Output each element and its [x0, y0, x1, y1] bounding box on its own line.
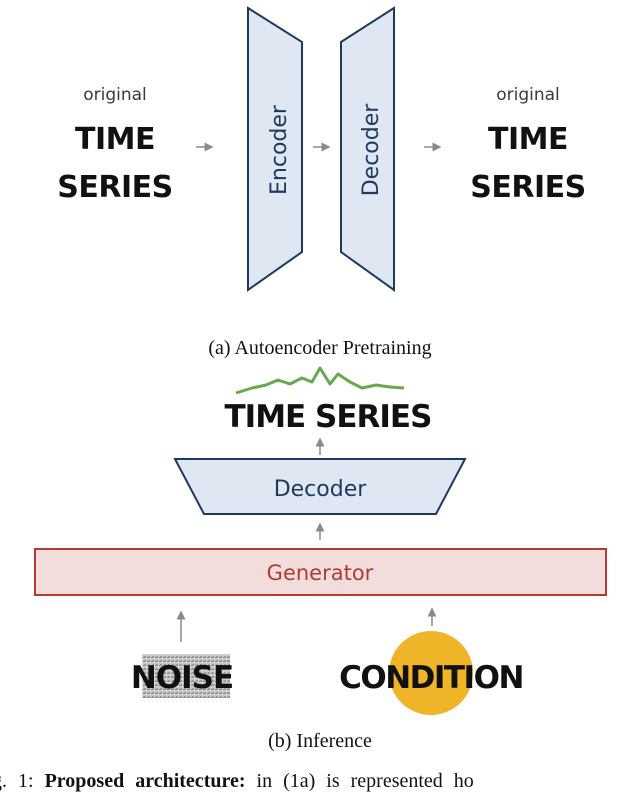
generator-label: Generator	[267, 561, 374, 585]
decoder-label-b: Decoder	[274, 477, 368, 502]
decoder-label-a: Decoder	[359, 103, 384, 197]
encoder-label: Encoder	[267, 104, 292, 195]
figure-caption-rest: in (1a) is represented ho	[256, 770, 474, 792]
time-series-sketch	[235, 366, 405, 395]
figure-caption-fragment: g. 1: Proposed architecture: in (1a) is …	[0, 770, 640, 793]
noise-texture	[142, 654, 230, 698]
generator-block	[34, 548, 607, 596]
figure-number: g. 1:	[0, 770, 34, 792]
right-series-label: SERIES	[470, 170, 586, 205]
left-original-label: original	[83, 85, 147, 105]
decoder-block-a	[340, 6, 395, 292]
condition-circle	[389, 631, 473, 715]
left-series-label: SERIES	[57, 170, 173, 205]
caption-b: (b) Inference	[268, 730, 372, 752]
noise-label: NOISE	[131, 660, 233, 696]
right-original-label: original	[496, 85, 560, 105]
output-time-series-label: TIME SERIES	[225, 399, 432, 435]
encoder-block	[247, 6, 303, 292]
right-time-label: TIME	[488, 122, 568, 157]
left-time-label: TIME	[75, 122, 155, 157]
condition-label: CONDITION	[339, 660, 523, 696]
figure-caption-bold: Proposed architecture:	[44, 770, 246, 792]
caption-a: (a) Autoencoder Pretraining	[208, 337, 432, 359]
decoder-block-b	[173, 458, 467, 515]
